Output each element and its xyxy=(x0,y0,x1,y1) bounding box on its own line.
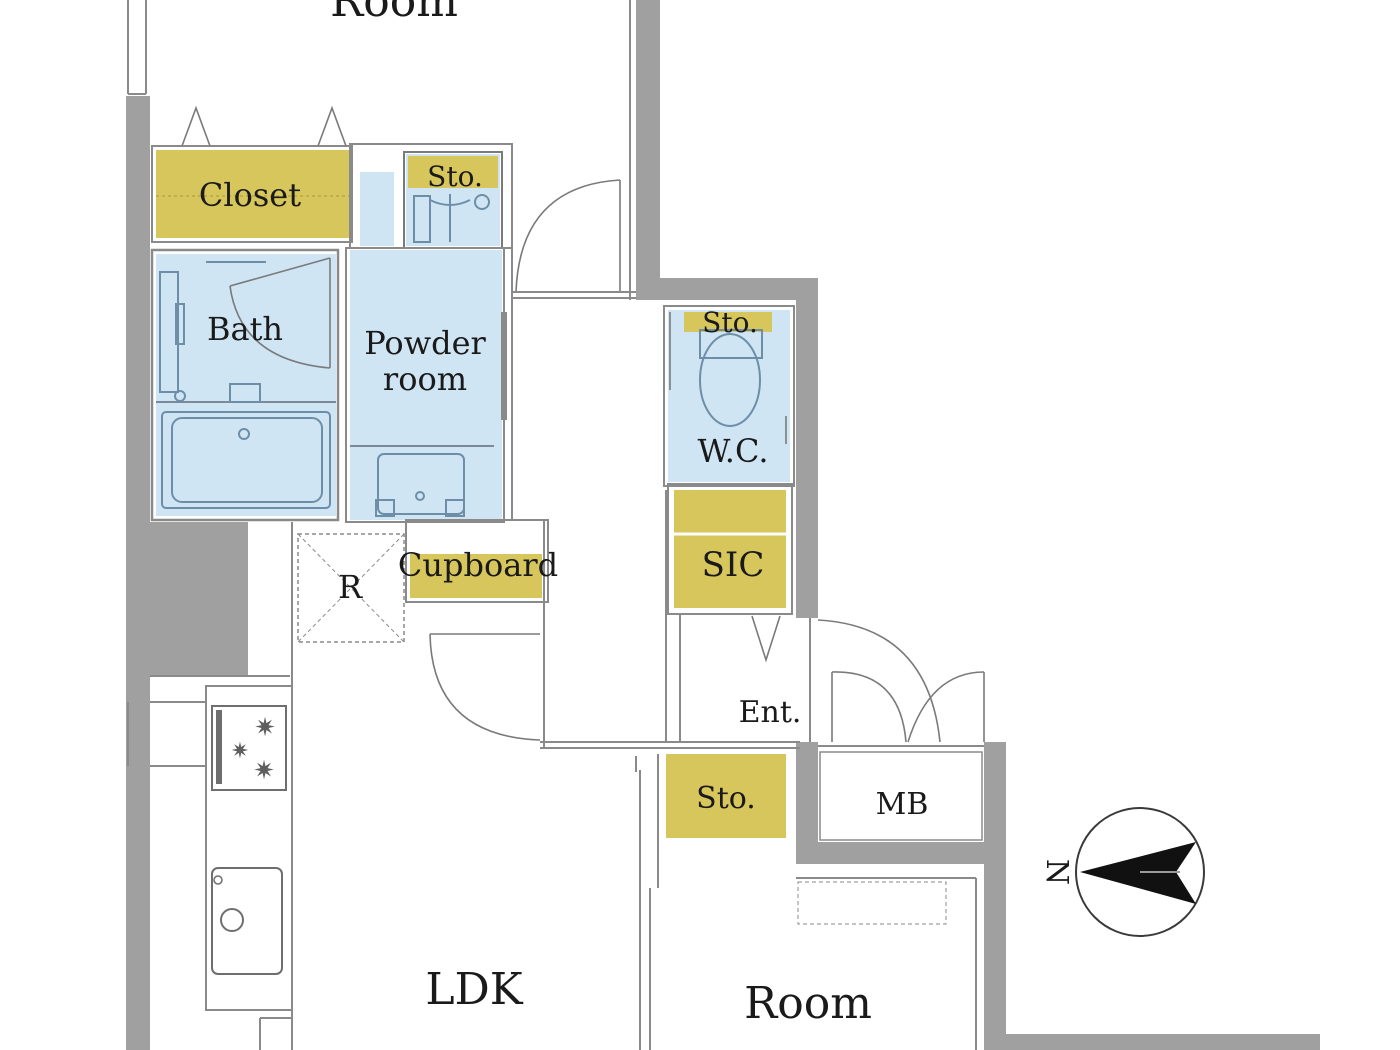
label-cupboard: Cupboard xyxy=(398,546,558,584)
entrance-area xyxy=(809,618,985,747)
room-labels: Room Closet Sto. Bath Powder room Sto. W… xyxy=(199,0,928,1029)
wc-area xyxy=(663,305,795,487)
label-closet: Closet xyxy=(199,176,301,214)
wall-corridor-step xyxy=(636,278,818,300)
label-sto-3: Sto. xyxy=(696,781,756,816)
sic-area xyxy=(667,483,793,663)
label-entrance: Ent. xyxy=(739,695,802,730)
label-bath: Bath xyxy=(207,310,283,348)
wall-mb-bottom xyxy=(796,842,1006,864)
outer-walls xyxy=(126,0,1320,1050)
compass: N xyxy=(1039,807,1205,937)
svg-text:✷: ✷ xyxy=(231,739,249,764)
wet-area-outline xyxy=(349,143,513,249)
wall-right xyxy=(984,742,1006,1050)
compass-north-label: N xyxy=(1039,859,1074,885)
ldk-door xyxy=(429,490,800,749)
bath-area xyxy=(150,248,340,522)
label-powder-line2: room xyxy=(383,360,467,398)
closet-area xyxy=(151,105,353,243)
corridor-doors xyxy=(511,179,636,520)
label-refrigerator: R xyxy=(338,568,363,606)
label-sto-2: Sto. xyxy=(702,306,758,339)
label-sic: SIC xyxy=(702,545,765,585)
wall-top-corridor xyxy=(636,0,660,300)
svg-text:✷: ✷ xyxy=(253,756,275,786)
powder-room-area xyxy=(345,247,507,523)
label-room-bottom: Room xyxy=(744,978,872,1029)
label-room-top: Room xyxy=(330,0,458,27)
label-ldk: LDK xyxy=(425,964,523,1015)
bottom-room-frame xyxy=(796,877,977,1050)
label-sto-1: Sto. xyxy=(427,160,483,193)
wall-bottom-right xyxy=(1006,1034,1320,1050)
svg-text:✷: ✷ xyxy=(254,713,276,743)
sto-1-area xyxy=(403,151,503,249)
top-room-frame xyxy=(127,0,631,300)
wall-left-block xyxy=(150,522,248,676)
label-powder-line1: Powder xyxy=(364,324,486,362)
wall-wc-right xyxy=(796,278,818,618)
north-arrow-icon xyxy=(1080,842,1196,904)
kitchen-counter: ✷ ✷ ✷ xyxy=(127,675,293,1050)
label-mb: MB xyxy=(876,787,929,822)
label-wc: W.C. xyxy=(698,432,769,470)
mb-area xyxy=(819,751,983,841)
wall-left xyxy=(126,96,150,1050)
wall-mb-left xyxy=(796,742,818,862)
sto-3-area xyxy=(635,754,786,1050)
